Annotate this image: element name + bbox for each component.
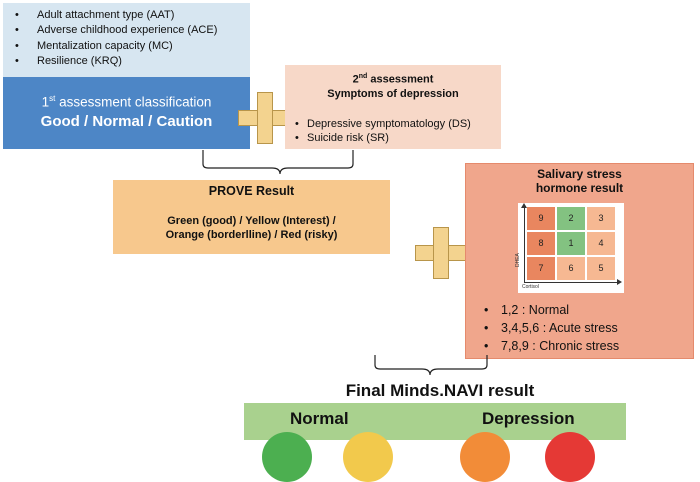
first-assessment-list: Adult attachment type (AAT) Adverse chil… (3, 3, 250, 77)
first-assessment-classification-title: 1st assessment classification (41, 94, 212, 110)
second-assessment-item: Suicide risk (SR) (295, 131, 501, 145)
prove-line-2: Orange (borderlline) / Red (risky) (165, 229, 338, 241)
x-axis-label: Cortisol (522, 284, 539, 290)
y-axis (524, 206, 525, 282)
salivary-title-line-1: Salivary stress (537, 167, 622, 181)
first-assessment-item: Mentalization capacity (MC) (15, 39, 250, 55)
first-assessment-classification-values: Good / Normal / Caution (40, 112, 213, 130)
second-assessment-subtitle: Symptoms of depression (327, 87, 459, 100)
bracket-connector (202, 150, 354, 175)
salivary-legend-item: 1,2 : Normal (484, 301, 619, 319)
grid-cell: 4 (587, 232, 615, 255)
first-assessment-item: Adverse childhood experience (ACE) (15, 23, 250, 39)
second-assessment-title: 2nd assessment (352, 73, 434, 86)
salivary-legend-item: 3,4,5,6 : Acute stress (484, 319, 619, 337)
prove-title: PROVE Result (208, 184, 295, 198)
grid-cell: 9 (527, 207, 555, 230)
plus-icon (415, 227, 467, 279)
y-axis-arrow (521, 203, 527, 208)
prove-line-1: Green (good) / Yellow (Interest) / (167, 215, 336, 227)
second-assessment-item: Depressive symptomatology (DS) (295, 117, 501, 131)
grid-cell: 2 (557, 207, 585, 230)
salivary-legend-item: 7,8,9 : Chronic stress (484, 337, 619, 355)
prove-result-box: PROVE Result Green (good) / Yellow (Inte… (113, 180, 390, 254)
stress-grid: 9 2 3 8 1 4 7 6 5 Cortisol DHEA (515, 203, 624, 293)
salivary-title: Salivary stress hormone result (466, 167, 693, 195)
first-assessment-item: Adult attachment type (AAT) (15, 8, 250, 24)
prove-description: Green (good) / Yellow (Interest) / Orang… (113, 214, 390, 242)
y-axis-label: DHEA (515, 253, 521, 267)
bracket-connector (374, 355, 488, 376)
first-assessment-item: Resilience (KRQ) (15, 54, 250, 70)
salivary-title-line-2: hormone result (535, 181, 624, 195)
final-normal-label: Normal (290, 409, 349, 428)
final-result-title: Final Minds.NAVI result (345, 381, 535, 400)
second-assessment-box: 2nd assessment Symptoms of depression De… (285, 65, 501, 149)
salivary-result-box: Salivary stress hormone result 9 2 3 8 1… (465, 163, 694, 359)
grid-cell: 5 (587, 257, 615, 280)
plus-icon (238, 92, 292, 144)
first-assessment-classification: 1st assessment classification Good / Nor… (3, 77, 250, 149)
x-axis (524, 282, 620, 283)
grid-cell: 7 (527, 257, 555, 280)
final-depression-label: Depression (482, 409, 575, 428)
grid-cell: 1 (557, 232, 585, 255)
grid-cell: 8 (527, 232, 555, 255)
x-axis-arrow (617, 279, 622, 285)
grid-cell: 3 (587, 207, 615, 230)
grid-cell: 6 (557, 257, 585, 280)
